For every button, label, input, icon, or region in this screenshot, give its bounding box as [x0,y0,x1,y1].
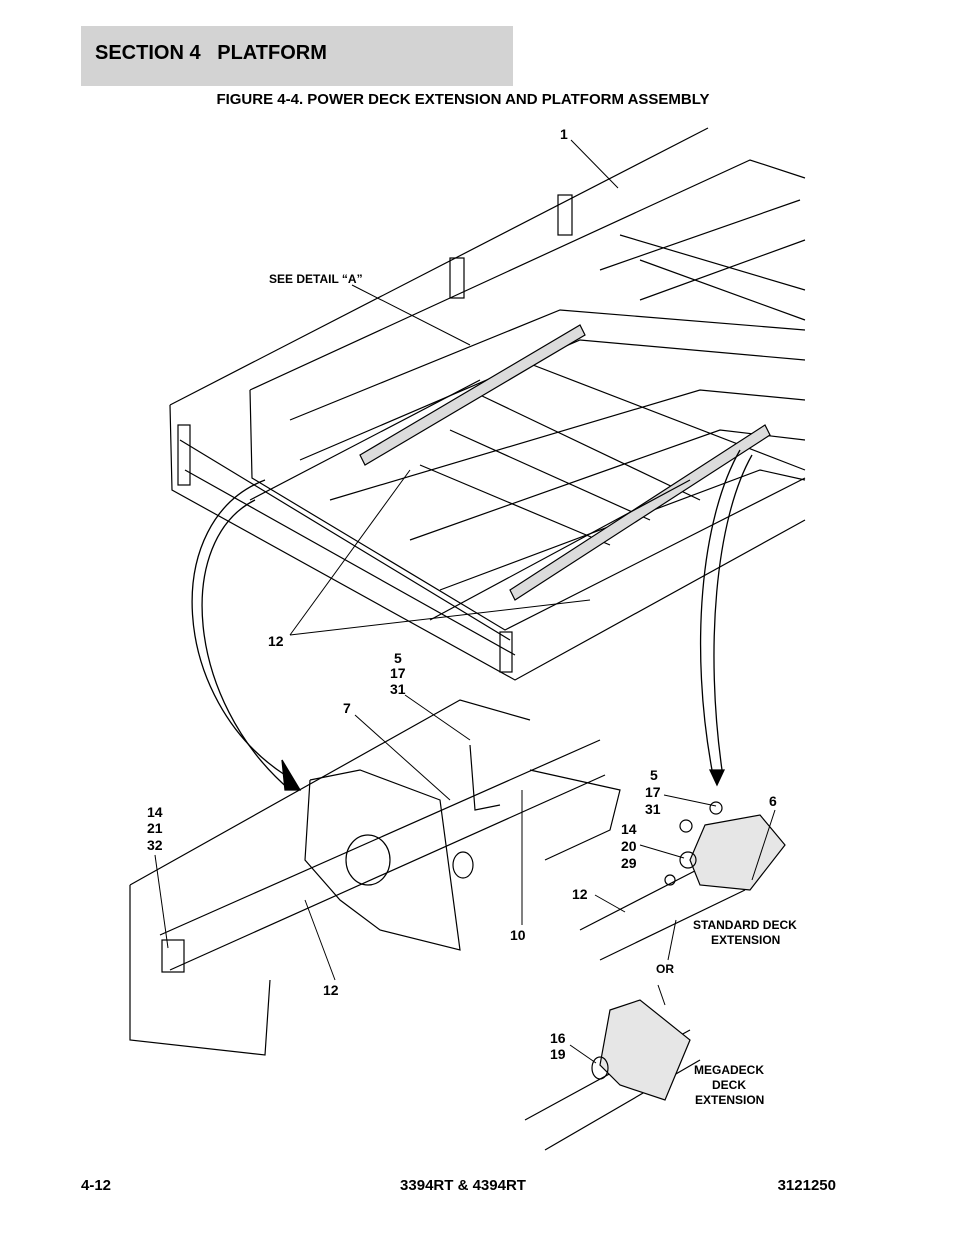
section-header: SECTION 4 PLATFORM [81,26,513,86]
callout-20: 20 [621,838,637,854]
standard-deck-label-line2: EXTENSION [711,933,780,947]
standard-deck-label-line1: STANDARD DECK [693,918,797,932]
detail-a [129,699,621,1056]
megadeck-label-line2: DECK [712,1078,746,1092]
page-number: 4-12 [81,1177,112,1194]
standard-deck-extension [579,801,786,961]
callout-12-top: 12 [268,633,284,649]
callout-14-right: 14 [621,821,637,837]
callout-5-top: 5 [394,650,402,666]
leader-lines [154,139,776,1064]
megadeck-label-line1: MEGADECK [694,1063,764,1077]
callout-29: 29 [621,855,637,871]
callout-19: 19 [550,1046,566,1062]
callout-5-right: 5 [650,767,658,783]
detail-arrows [191,449,753,791]
or-label: OR [656,962,674,976]
figure-title: FIGURE 4-4. POWER DECK EXTENSION AND PLA… [216,91,710,108]
callout-1: 1 [560,126,568,142]
platform-frame [169,127,806,681]
callout-32: 32 [147,837,163,853]
callout-10: 10 [510,927,526,943]
callout-14-left: 14 [147,804,163,820]
callout-12-right: 12 [572,886,588,902]
callout-6: 6 [769,793,777,809]
callout-17-right: 17 [645,784,661,800]
callout-21: 21 [147,820,163,836]
callout-31-top: 31 [390,681,406,697]
callout-16: 16 [550,1030,566,1046]
callout-7: 7 [343,700,351,716]
see-detail-a-label: SEE DETAIL “A” [269,272,363,286]
callout-17-top: 17 [390,665,406,681]
callout-12-bottom: 12 [323,982,339,998]
callout-31-right: 31 [645,801,661,817]
document-number: 3121250 [777,1177,836,1194]
section-title: SECTION 4 PLATFORM [95,42,327,64]
megadeck-extension [524,999,701,1151]
platform-assembly-drawing: 1 SEE DETAIL “A” 12 5 17 31 7 14 21 32 1… [129,126,806,1151]
megadeck-label-line3: EXTENSION [695,1093,764,1107]
model-name: 3394RT & 4394RT [400,1177,526,1194]
